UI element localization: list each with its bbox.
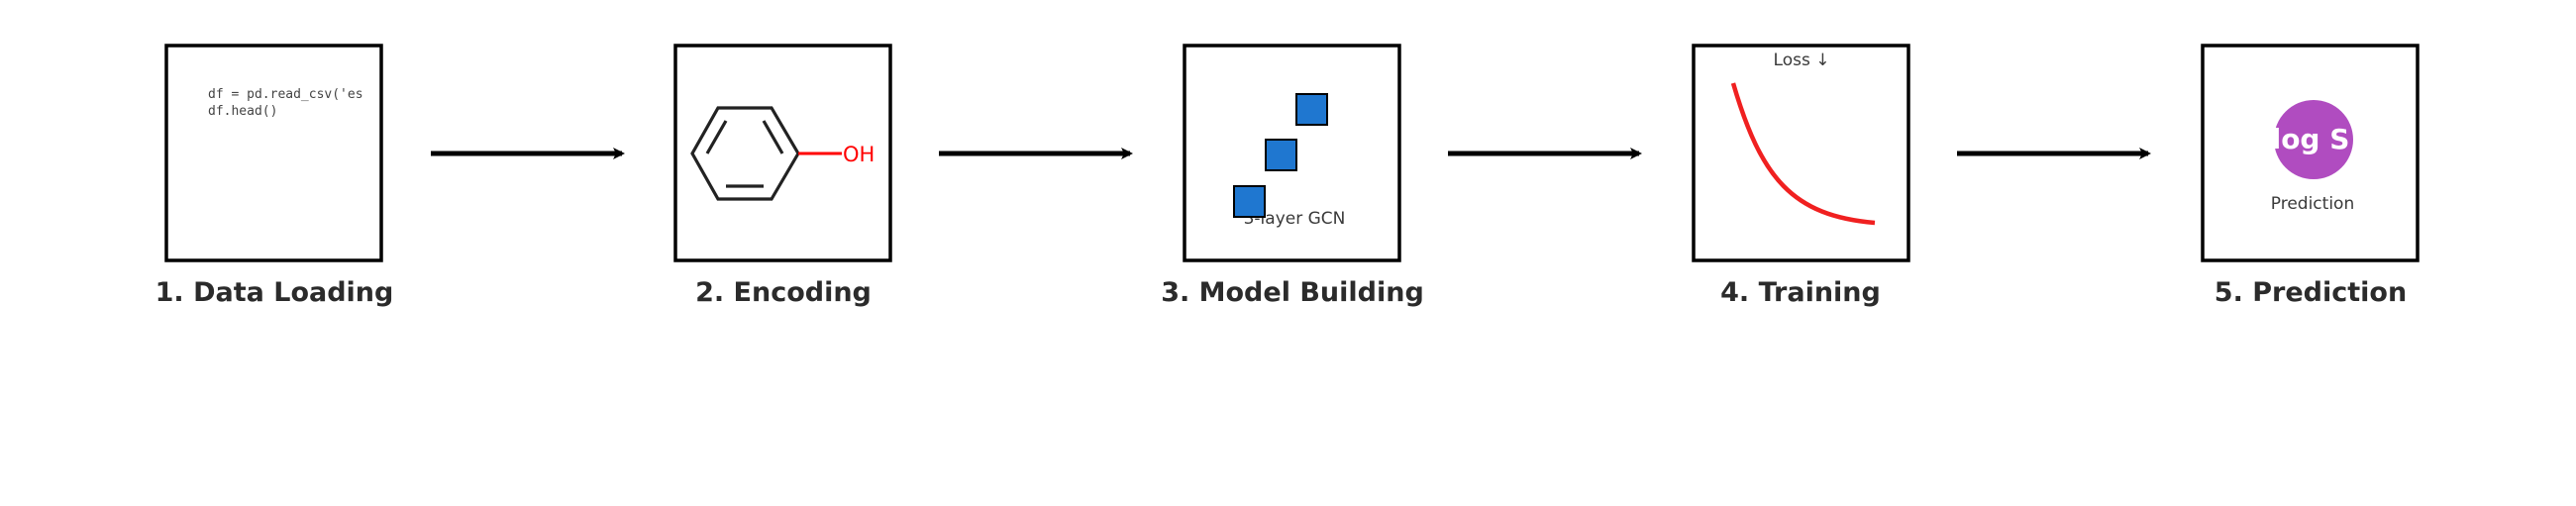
gcn-layer-1-icon	[1233, 185, 1266, 218]
step-prediction: log S Prediction 5. Prediction	[2201, 44, 2420, 308]
benzene-ring-icon	[690, 106, 800, 201]
hydroxyl-label: OH	[843, 143, 875, 166]
step-title-training: 4. Training	[1720, 277, 1881, 308]
loss-label: Loss ↓	[1774, 51, 1830, 70]
step-training: Loss ↓ 4. Training	[1692, 44, 1910, 308]
step-encoding: OH 2. Encoding	[673, 44, 892, 308]
loss-curve	[1730, 82, 1876, 226]
step-title-data-loading: 1. Data Loading	[155, 277, 394, 308]
step-model-building: 3-layer GCN 3. Model Building	[1161, 44, 1424, 308]
gcn-layer-2-icon	[1265, 139, 1297, 171]
step-title-encoding: 2. Encoding	[695, 277, 872, 308]
step-title-prediction: 5. Prediction	[2215, 277, 2407, 308]
step-box-training	[1692, 44, 1910, 262]
prediction-caption: Prediction	[2271, 194, 2354, 214]
prediction-badge-label: log S	[2272, 123, 2350, 155]
code-line-2: df.head()	[208, 104, 277, 119]
step-title-model-building: 3. Model Building	[1161, 277, 1424, 308]
step-data-loading: df = pd.read_csv('es df.head() 1. Data L…	[155, 44, 394, 308]
step-box-data-loading	[164, 44, 383, 262]
gcn-layer-3-icon	[1295, 93, 1328, 126]
prediction-circle	[2274, 100, 2353, 179]
code-line-1: df = pd.read_csv('es	[208, 87, 363, 102]
gcn-caption: 3-layer GCN	[1244, 209, 1346, 229]
